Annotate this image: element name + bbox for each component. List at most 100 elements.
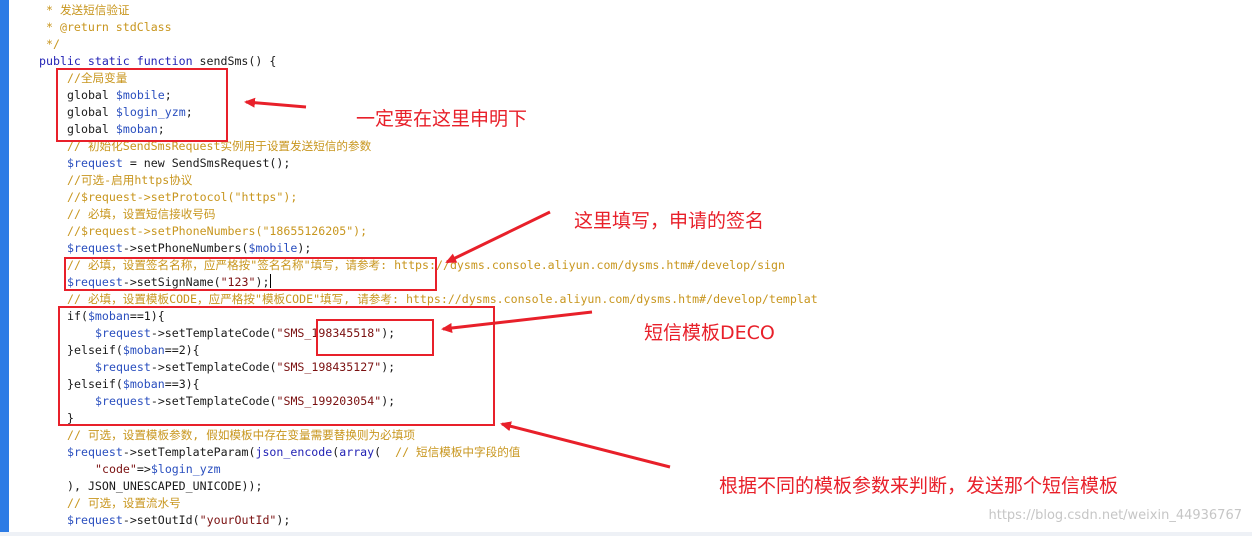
code-token: $moban xyxy=(122,343,165,357)
code-token: global xyxy=(67,122,116,136)
text-cursor xyxy=(270,274,272,288)
code-token: ==3){ xyxy=(164,377,200,391)
code-token: $request xyxy=(67,241,123,255)
code-token: "SMS_199203054" xyxy=(276,394,382,408)
code-token: global xyxy=(67,105,116,119)
code-token: ); xyxy=(381,326,396,340)
code-token: $mobile xyxy=(115,88,165,102)
code-line: $request->setSignName("123"); xyxy=(67,274,272,291)
code-line: // 必填，设置短信接收号码 xyxy=(67,206,215,223)
code-token: "SMS_198435127" xyxy=(276,360,382,374)
code-token: }elseif( xyxy=(67,343,123,357)
code-token: sendSms() { xyxy=(192,54,277,68)
sign-arrow xyxy=(445,210,551,264)
code-line: // 可选，设置模板参数, 假如模板中存在变量需要替换则为必填项 xyxy=(67,427,415,444)
code-line: // 必填，设置签名名称，应严格按"签名名称"填写，请参考: https://d… xyxy=(67,257,785,274)
code-token: ->setTemplateCode( xyxy=(150,360,277,374)
code-line: */ xyxy=(46,36,60,53)
code-line: // 初始化SendSmsRequest实例用于设置发送短信的参数 xyxy=(67,138,371,155)
code-token: ->setSignName( xyxy=(122,275,221,289)
code-line: $request->setPhoneNumbers($mobile); xyxy=(67,240,311,257)
code-token: "code" xyxy=(95,462,137,476)
code-line: $request->setOutId("yourOutId"); xyxy=(67,512,290,529)
code-token: $login_yzm xyxy=(150,462,221,476)
code-token: "123" xyxy=(220,275,256,289)
branch-arrow xyxy=(500,421,671,469)
code-token: $request xyxy=(95,394,151,408)
code-token: ); xyxy=(381,394,396,408)
code-line: ), JSON_UNESCAPED_UNICODE)); xyxy=(67,478,262,495)
code-token: $moban xyxy=(115,122,158,136)
watermark: https://blog.csdn.net/weixin_44936767 xyxy=(988,508,1242,523)
code-token: ), JSON_UNESCAPED_UNICODE)); xyxy=(67,479,263,493)
code-line: } xyxy=(67,410,74,427)
code-line: //全局变量 xyxy=(67,70,127,87)
code-token: $moban xyxy=(122,377,165,391)
globals-note: 一定要在这里申明下 xyxy=(356,108,528,130)
code-token: ); xyxy=(297,241,312,255)
globals-highlight-box xyxy=(56,68,228,142)
code-token: // 必填，设置签名名称，应严格按"签名名称"填写，请参考: https://d… xyxy=(67,258,785,272)
code-token: // 初始化SendSmsRequest实例用于设置发送短信的参数 xyxy=(67,139,372,153)
code-line: $request->setTemplateParam(json_encode(a… xyxy=(67,444,520,461)
code-line: }elseif($moban==3){ xyxy=(67,376,200,393)
code-token: }elseif( xyxy=(67,377,123,391)
code-token: ( xyxy=(332,445,340,459)
code-token: ==2){ xyxy=(164,343,200,357)
globals-arrow xyxy=(244,97,307,109)
code-token: //全局变量 xyxy=(67,71,128,85)
code-token: ); xyxy=(255,275,270,289)
code-line: // 必填，设置模板CODE，应严格按"模板CODE"填写, 请参考: http… xyxy=(67,291,818,308)
code-line: * @return stdClass xyxy=(46,19,172,36)
code-token: "SMS_198345518" xyxy=(276,326,382,340)
code-token: ; xyxy=(185,105,193,119)
code-token: => xyxy=(136,462,151,476)
code-token: if( xyxy=(67,309,88,323)
code-token: = new SendSmsRequest(); xyxy=(122,156,291,170)
code-token: // 必填，设置模板CODE，应严格按"模板CODE"填写, 请参考: http… xyxy=(67,292,818,306)
code-token: // 可选，设置模板参数, 假如模板中存在变量需要替换则为必填项 xyxy=(67,428,415,442)
code-line: public static function sendSms() { xyxy=(39,53,276,70)
code-token: $moban xyxy=(87,309,130,323)
code-line: $request->setTemplateCode("SMS_199203054… xyxy=(95,393,395,410)
code-token: ->setOutId( xyxy=(122,513,200,527)
template-arrow xyxy=(441,310,593,333)
code-token: // 可选，设置流水号 xyxy=(67,496,181,510)
code-line: global $mobile; xyxy=(67,87,172,104)
code-line: // 可选，设置流水号 xyxy=(67,495,181,512)
code-token: ->setTemplateCode( xyxy=(150,326,277,340)
template-code-box xyxy=(316,319,434,356)
code-token: ->setPhoneNumbers( xyxy=(122,241,249,255)
code-token: ); xyxy=(381,360,396,374)
code-token: //可选-启用https协议 xyxy=(67,173,193,187)
code-token: //$request->setPhoneNumbers("18655126205… xyxy=(67,224,368,238)
editor-left-bar xyxy=(0,0,9,536)
code-token: array xyxy=(339,445,375,459)
code-line: $request->setTemplateCode("SMS_198435127… xyxy=(95,359,395,376)
code-token: $request xyxy=(95,360,151,374)
code-token: ( xyxy=(374,445,396,459)
code-token: //$request->setProtocol("https"); xyxy=(67,190,298,204)
code-line: global $login_yzm; xyxy=(67,104,193,121)
code-token: * 发送短信验证 xyxy=(46,3,130,17)
branch-note: 根据不同的模板参数来判断，发送那个短信模板 xyxy=(719,475,1119,497)
code-line: "code"=>$login_yzm xyxy=(95,461,221,478)
code-token: ==1){ xyxy=(129,309,165,323)
sign-highlight-box xyxy=(64,257,437,291)
code-line: $request->setTemplateCode("SMS_198345518… xyxy=(95,325,395,342)
code-token: "yourOutId" xyxy=(199,513,277,527)
code-token: // 必填，设置短信接收号码 xyxy=(67,207,216,221)
code-token: global xyxy=(67,88,116,102)
code-token: // 短信模板中字段的值 xyxy=(395,445,521,459)
code-token: ; xyxy=(164,88,172,102)
code-token: $request xyxy=(67,156,123,170)
code-token: $request xyxy=(95,326,151,340)
code-line: }elseif($moban==2){ xyxy=(67,342,200,359)
template-branches-box xyxy=(58,306,495,426)
code-line: //可选-启用https协议 xyxy=(67,172,192,189)
code-token: } xyxy=(67,411,74,425)
code-token: json_encode xyxy=(255,445,333,459)
code-line: //$request->setProtocol("https"); xyxy=(67,189,297,206)
